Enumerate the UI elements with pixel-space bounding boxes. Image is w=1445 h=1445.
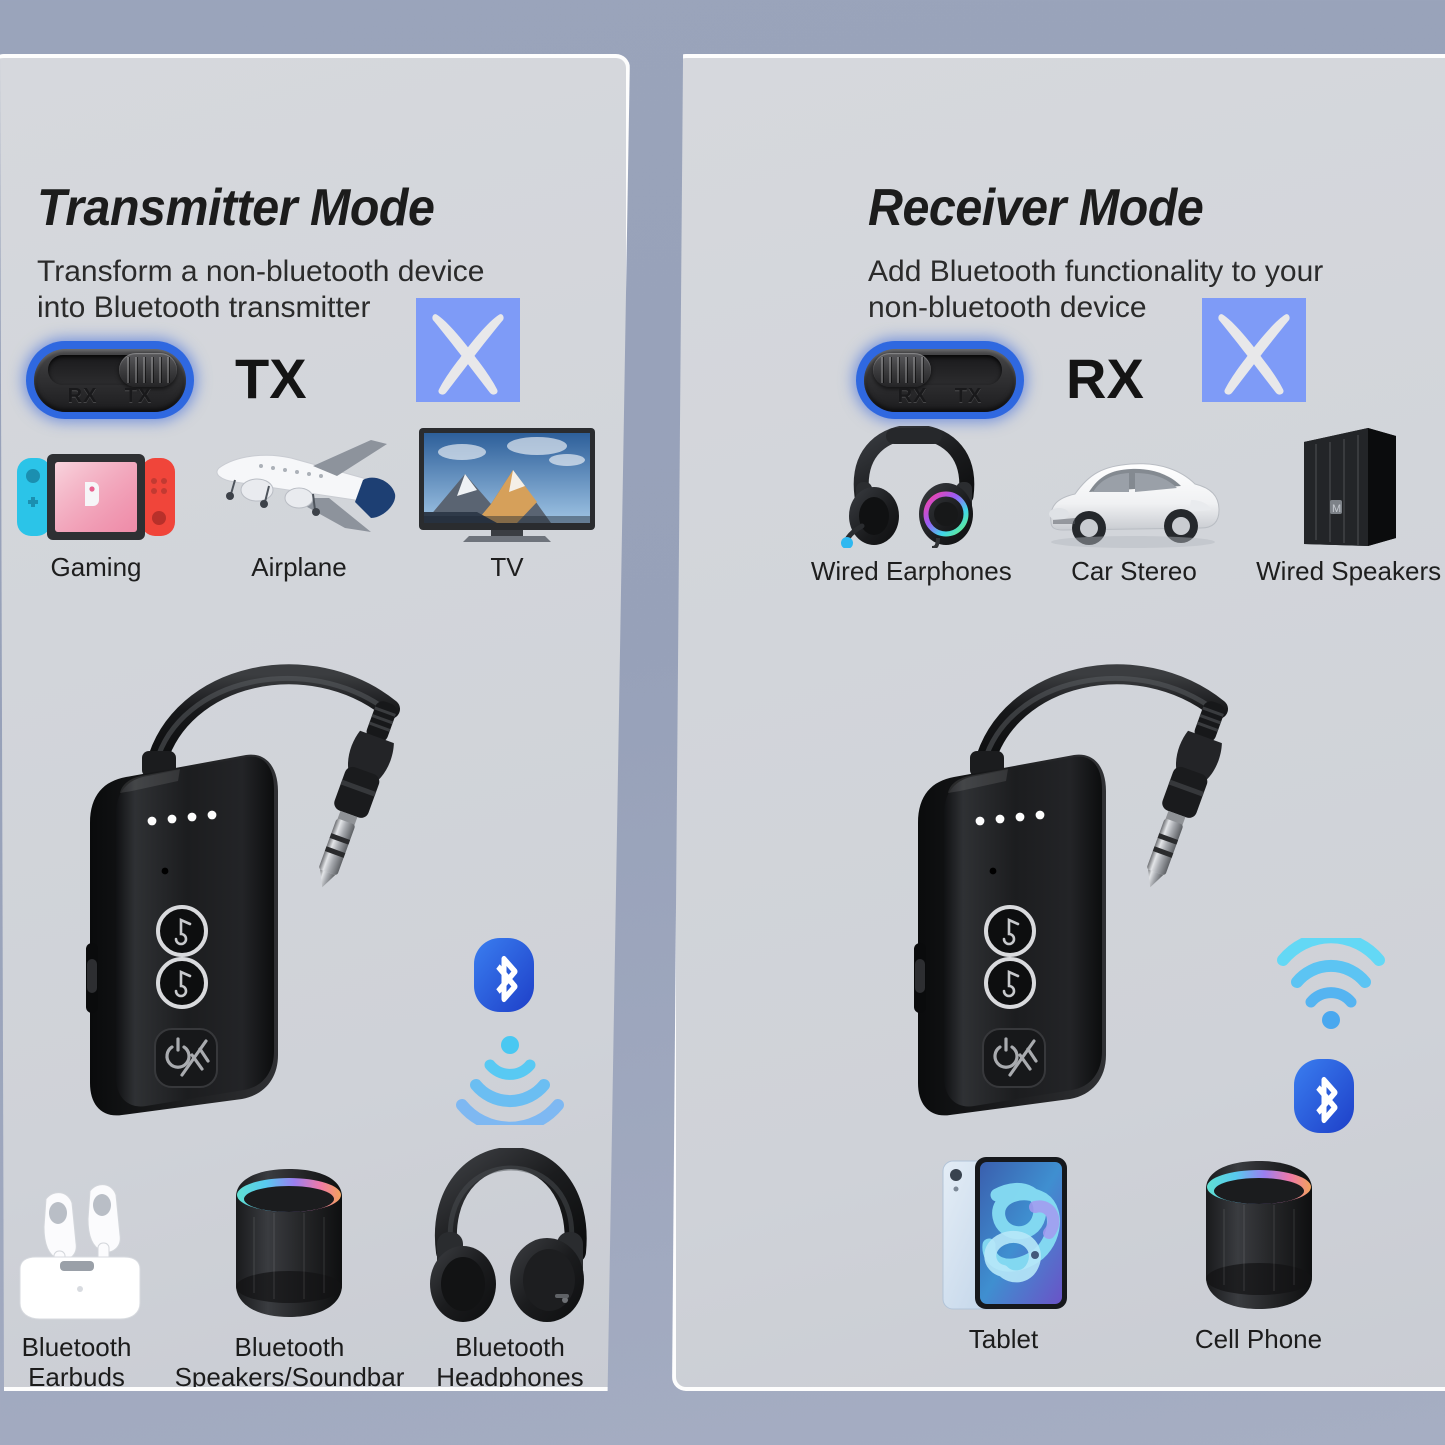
switch-label-tx: TX <box>124 384 153 407</box>
output-device-row: Tablet <box>876 1153 1386 1355</box>
source-device-wired-speakers: M Wired Speakers <box>1256 426 1441 587</box>
panel-title: Transmitter Mode <box>37 179 435 237</box>
tablet-icon <box>939 1155 1069 1315</box>
mode-code: RX <box>1066 347 1144 410</box>
bluetooth-adapter-icon <box>60 643 480 1123</box>
output-device-cell-phone: Cell Phone <box>1194 1153 1324 1355</box>
switch-label-rx: RX <box>897 384 928 407</box>
panel-subtitle-line2: into Bluetooth transmitter <box>37 291 371 324</box>
source-device-label: Car Stereo <box>1071 556 1197 586</box>
source-device-row: Wired Earphones <box>796 426 1445 587</box>
switch-knob[interactable] <box>873 352 931 387</box>
airplane-icon <box>195 426 403 544</box>
gaming-headset-icon <box>834 426 989 548</box>
output-device-label: Tablet <box>968 1324 1039 1354</box>
bluetooth-icon <box>473 937 535 1018</box>
source-device-label: TV <box>490 552 524 582</box>
source-device-label: Wired Speakers <box>1256 556 1442 586</box>
output-device-row: Bluetooth Earbuds <box>0 1148 604 1391</box>
rx-tx-mode-switch[interactable]: RX TX <box>26 341 194 419</box>
game-console-icon <box>11 426 181 544</box>
smart-speaker-icon <box>224 1161 354 1323</box>
rx-tx-mode-switch[interactable]: RX TX <box>856 341 1024 419</box>
bluetooth-adapter-icon <box>888 643 1308 1123</box>
source-device-tv: TV <box>417 426 597 583</box>
car-icon <box>1041 426 1226 548</box>
panel-subtitle-line2: non-bluetooth device <box>868 291 1147 324</box>
smart-speaker-icon <box>1194 1153 1324 1315</box>
output-device-label: Bluetooth Speakers/Soundbar <box>174 1332 405 1391</box>
signal-waves-icon <box>1271 931 1391 1035</box>
headphones-icon <box>427 1148 592 1323</box>
transmitter-mode-panel: Transmitter Mode Transform a non-bluetoo… <box>0 54 630 1391</box>
television-icon <box>417 426 597 544</box>
receiver-mode-panel: Receiver Mode Add Bluetooth functionalit… <box>672 54 1445 1391</box>
bluetooth-icon <box>1293 1058 1355 1139</box>
scissors-x-icon <box>416 298 520 402</box>
source-device-label: Gaming <box>50 552 142 582</box>
output-device-tablet: Tablet <box>939 1155 1069 1355</box>
source-device-label: Wired Earphones <box>810 556 1012 586</box>
source-device-wired-earphones: Wired Earphones <box>811 426 1012 587</box>
switch-label-tx: TX <box>954 384 983 407</box>
panel-title: Receiver Mode <box>868 179 1204 237</box>
output-device-headphones: Bluetooth Headphones <box>427 1148 592 1391</box>
mode-code: TX <box>235 347 307 410</box>
source-device-airplane: Airplane <box>195 426 403 583</box>
pa-speaker-icon: M <box>1296 426 1401 548</box>
panel-subtitle-line1: Transform a non-bluetooth device <box>37 255 485 288</box>
switch-label-rx: RX <box>67 384 98 407</box>
scissors-x-icon <box>1202 298 1306 402</box>
output-device-earbuds: Bluetooth Earbuds <box>2 1163 152 1391</box>
panel-subtitle-line1: Add Bluetooth functionality to your <box>868 255 1324 288</box>
output-device-label: Cell Phone <box>1194 1324 1323 1354</box>
svg-text:M: M <box>1332 503 1341 515</box>
output-device-speaker: Bluetooth Speakers/Soundbar <box>174 1161 405 1391</box>
output-device-label: Bluetooth Headphones <box>436 1332 584 1391</box>
source-device-gaming: Gaming <box>11 426 181 583</box>
signal-waves-icon <box>450 1033 570 1134</box>
output-device-label: Bluetooth Earbuds <box>21 1332 132 1391</box>
source-device-label: Airplane <box>251 552 347 582</box>
source-device-row: Gaming <box>4 426 604 583</box>
earbuds-icon <box>2 1163 152 1323</box>
source-device-car-stereo: Car Stereo <box>1041 426 1226 587</box>
switch-knob[interactable] <box>119 352 177 387</box>
